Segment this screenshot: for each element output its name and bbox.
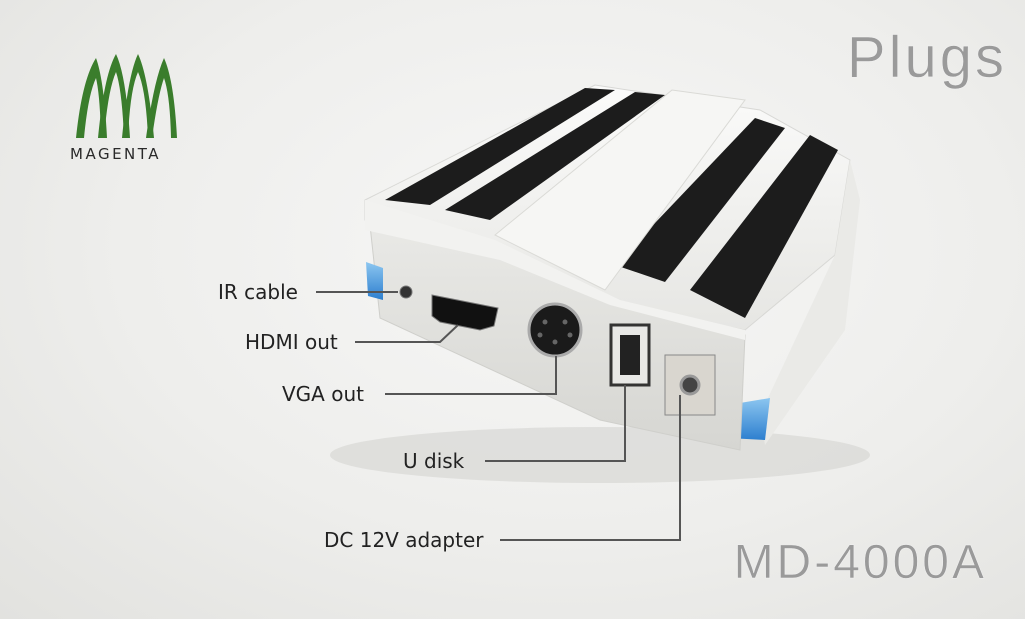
callout-vga-out: VGA out (282, 382, 364, 406)
usb-port-inner (620, 335, 640, 375)
callout-hdmi-out: HDMI out (245, 330, 338, 354)
center-band (494, 89, 746, 291)
stripe-left-1 (385, 88, 615, 205)
hdmi-port (431, 294, 499, 331)
vga-port (527, 302, 583, 358)
front-lip (365, 200, 745, 340)
blue-accent-left (366, 262, 383, 300)
brand-name: MAGENTA (70, 145, 162, 163)
magenta-logo: MAGENTA (60, 50, 195, 170)
callout-dc-adapter: DC 12V adapter (324, 528, 484, 552)
dc-jack-hole (679, 374, 701, 396)
stripe-right-2 (690, 135, 838, 318)
page-heading: Plugs (846, 25, 1007, 91)
stripe-left-2 (445, 92, 665, 220)
device-right-side (760, 160, 860, 445)
model-number: MD-4000A (733, 536, 987, 590)
leader-lines (316, 291, 681, 541)
tree-logo-icon (76, 54, 177, 138)
ir-port (399, 285, 413, 299)
stripe-right-1 (615, 118, 785, 282)
callout-ir-cable: IR cable (218, 280, 298, 304)
callout-u-disk: U disk (403, 449, 465, 473)
